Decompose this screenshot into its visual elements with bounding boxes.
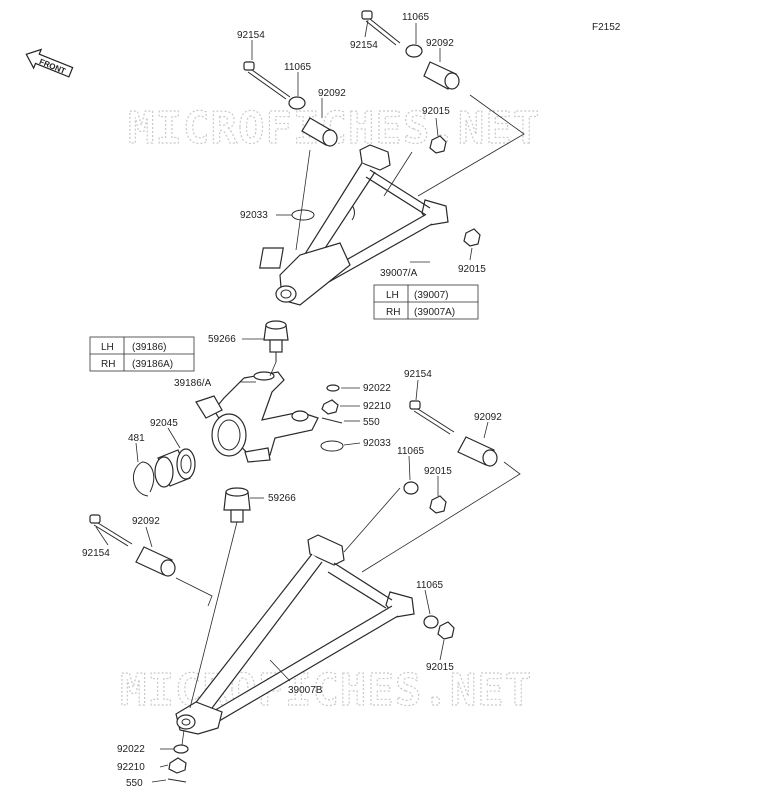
lower-bolt-right [409, 400, 455, 435]
upper-washer-right [405, 44, 423, 58]
lower-bushing-right [457, 436, 498, 467]
callout-upper-bolt-right: 92154 [350, 40, 378, 51]
callout-upper-washer-right: 11065 [402, 12, 430, 23]
bottom-washer [173, 744, 189, 754]
upper-ball-joint [263, 320, 289, 362]
lower-nut-right [429, 495, 447, 514]
callout-lower-bolt-left: 92154 [82, 548, 110, 559]
callout-knuckle-washer: 92022 [363, 383, 391, 394]
lower-bolt-left [89, 514, 133, 547]
upper-nut-right [463, 228, 481, 247]
upper-table-rh-label: RH [386, 307, 400, 318]
callout-upper-bushing-right: 92092 [426, 38, 454, 49]
bottom-cotter-pin [167, 778, 187, 783]
upper-nut-top [429, 135, 447, 154]
callout-lower-balljoint: 59266 [268, 493, 296, 504]
callout-lower-arm: 39007B [288, 685, 323, 696]
lower-a-arm [175, 534, 415, 735]
watermark-bottom: MICROFICHES.NET [120, 665, 532, 716]
callout-lower-bushing-right: 92092 [474, 412, 502, 423]
callout-upper-washer-left: 11065 [284, 62, 312, 73]
callout-upper-nut-right: 92015 [458, 264, 486, 275]
knuckle-washer [326, 384, 340, 392]
knuckle-table-rh-part: (39186A) [132, 359, 173, 370]
bottom-nut [168, 757, 187, 774]
steering-knuckle [195, 371, 319, 463]
callout-lower-washer-front: 11065 [416, 580, 444, 591]
wheel-bearing [154, 448, 196, 488]
lower-nut-front [437, 621, 455, 640]
knuckle-table-lh-label: LH [101, 342, 114, 353]
callout-snap-ring: 481 [128, 433, 145, 444]
front-arrow-icon: FRONT [25, 48, 74, 78]
callout-lower-nut-right: 92015 [424, 466, 452, 477]
knuckle-table-rh-label: RH [101, 359, 115, 370]
upper-washer-left [288, 96, 306, 110]
knuckle-nut [321, 399, 339, 415]
upper-bushing-left [301, 117, 338, 147]
watermark-top: MICROFICHES.NET [128, 103, 540, 154]
figure-code: F2152 [592, 22, 621, 33]
upper-table-rh-part: (39007A) [414, 307, 455, 318]
upper-a-arm [259, 144, 449, 306]
upper-circlip [291, 209, 315, 221]
upper-bolt-left [243, 61, 291, 100]
callout-knuckle-nut: 92210 [363, 401, 391, 412]
callout-labels: 92154 11065 92092 92154 11065 92092 9201… [82, 12, 502, 789]
callout-lower-bushing-left: 92092 [132, 516, 160, 527]
callout-upper-balljoint: 59266 [208, 334, 236, 345]
upper-table-lh-label: LH [386, 290, 399, 301]
lower-ball-joint [223, 487, 251, 523]
lower-washer-front [423, 615, 439, 629]
callout-bearing: 92045 [150, 418, 178, 429]
upper-bushing-right [423, 61, 460, 90]
callout-lower-nut-front: 92015 [426, 662, 454, 673]
upper-table-lh-part: (39007) [414, 290, 448, 301]
callout-bottom-pin: 550 [126, 778, 143, 789]
knuckle-cotter-pin [321, 417, 343, 424]
callout-upper-bolt-left: 92154 [237, 30, 265, 41]
callout-upper-nut-top: 92015 [422, 106, 450, 117]
callout-knuckle-pin: 550 [363, 417, 380, 428]
callout-upper-arm: 39007/A [380, 268, 418, 279]
knuckle-side-table: LH (39186) RH (39186A) [89, 336, 195, 372]
upper-bolt-right [361, 10, 401, 46]
callout-upper-bushing-left: 92092 [318, 88, 346, 99]
leader-lines [95, 19, 525, 783]
lower-washer-right [403, 481, 419, 495]
upper-side-table: LH (39007) RH (39007A) [373, 284, 479, 320]
callout-upper-circlip: 92033 [240, 210, 268, 221]
knuckle-table-lh-part: (39186) [132, 342, 166, 353]
callout-lower-washer-right: 11065 [397, 446, 425, 457]
callout-bottom-nut: 92210 [117, 762, 145, 773]
callout-lower-bolt-right: 92154 [404, 369, 432, 380]
snap-ring [133, 461, 155, 497]
callout-knuckle: 39186/A [174, 378, 212, 389]
callout-bottom-washer: 92022 [117, 744, 145, 755]
lower-bushing-left [135, 546, 176, 577]
callout-knuckle-circlip: 92033 [363, 438, 391, 449]
knuckle-circlip [320, 440, 344, 452]
